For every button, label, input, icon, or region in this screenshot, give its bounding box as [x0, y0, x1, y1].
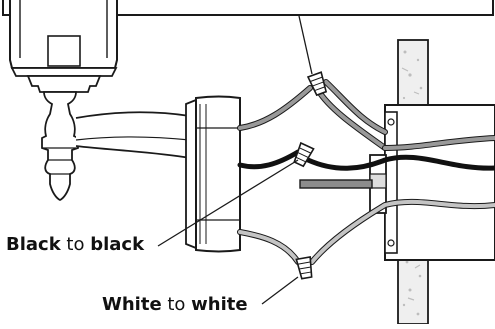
label-black-word2: black — [90, 234, 145, 255]
leader-black — [157, 159, 299, 247]
label-white-word1: White — [102, 294, 162, 315]
label-black-to-black: Black to black — [6, 236, 144, 254]
label-white-joiner: to — [161, 294, 192, 315]
callout-box-leader — [298, 15, 313, 75]
mounting-stud — [299, 179, 373, 189]
wire-nut-white — [295, 255, 313, 280]
lamp-housing — [9, 0, 118, 77]
lamp-arm — [26, 75, 191, 202]
wire-nut-black — [293, 141, 315, 168]
label-white-word2: white — [191, 294, 248, 315]
label-white-to-white: White to white — [102, 296, 248, 314]
callout-box — [2, 0, 494, 16]
junction-box — [384, 104, 495, 261]
label-black-joiner: to — [60, 234, 91, 255]
label-black-word1: Black — [6, 234, 61, 255]
leader-white — [261, 276, 299, 305]
wire-nut-ground — [306, 71, 328, 97]
wires — [237, 79, 495, 265]
fixture-canopy — [185, 95, 241, 253]
